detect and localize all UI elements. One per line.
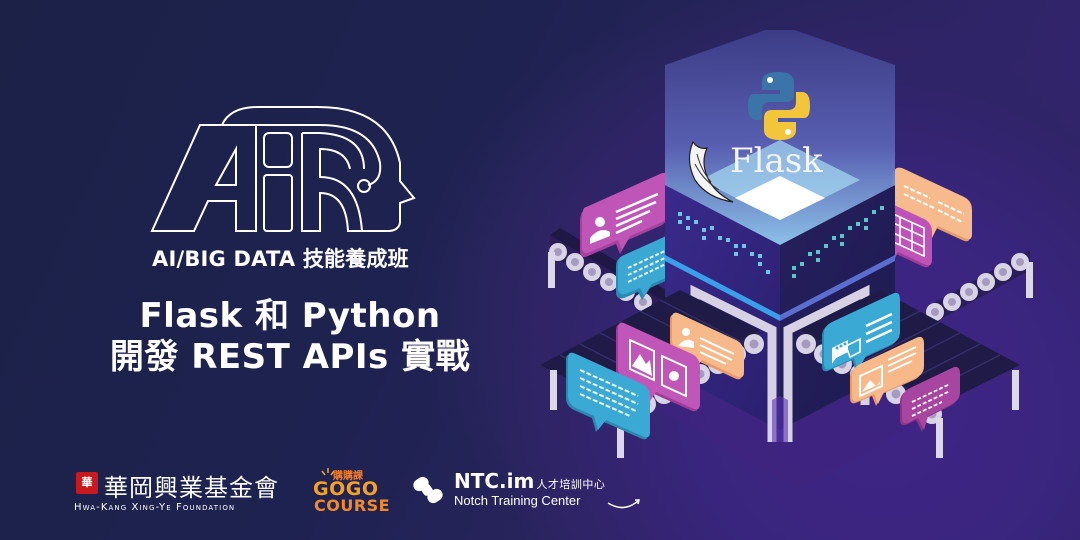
program-subtitle: AI/BIG DATA 技能養成班 [152, 247, 409, 271]
ntc-name: NTC.im [454, 469, 535, 493]
chat-bubble-chat-teal [822, 292, 900, 372]
chat-bubble-text-teal [566, 352, 650, 440]
sponsor-logos: 華 華岡興業基金會 Hwa-Kang Xing-Ye Foundation 購購… [0, 455, 700, 525]
chat-bubble-text-peach [892, 167, 972, 242]
flask-horn-logo-icon [688, 140, 734, 203]
api-server-illustration: Flask [540, 30, 1033, 490]
flask-label: Flask [730, 141, 823, 181]
python-logo-icon [748, 72, 810, 140]
foundation-name-en: Hwa-Kang Xing-Ye Foundation [74, 502, 236, 513]
ntc-subtitle: Notch Training Center [454, 493, 581, 508]
foundation-name-cn: 華岡興業基金會 [104, 474, 279, 502]
gogo-course-logo: 購購課 GOGO COURSE [313, 467, 390, 517]
course-title-line-2: 開發 REST APIs 實戰 [109, 337, 471, 377]
red-seal-icon: 華 [76, 472, 98, 494]
smile-swoosh-icon [607, 499, 640, 509]
ntc-name-cn: 人才培訓中心 [536, 478, 606, 491]
conveyor-top-right [926, 250, 1033, 325]
gogo-line1: GOGO [313, 478, 379, 500]
chat-bubble-profile-pink [580, 172, 670, 258]
course-title-line-1: Flask 和 Python [139, 296, 441, 336]
banner-text-column: AI/BIG DATA 技能養成班 Flask 和 Python 開發 REST… [74, 106, 640, 515]
chat-bubble-code-pink [900, 366, 960, 432]
course-title: Flask 和 Python 開發 REST APIs 實戰 [80, 296, 500, 378]
chat-bubble-image-peach [850, 336, 924, 406]
ntc-link-mark-icon [413, 476, 443, 504]
led-display-left [678, 212, 770, 274]
gogo-cn-label: 購購課 [333, 471, 363, 482]
bulb-rays-icon [321, 468, 335, 476]
chat-bubble-profile-peach [670, 312, 744, 380]
led-display-right [792, 206, 884, 278]
gogo-line2: COURSE [314, 496, 391, 515]
chat-bubble-images-pink [616, 322, 700, 412]
air-head-logo-icon [150, 106, 416, 232]
